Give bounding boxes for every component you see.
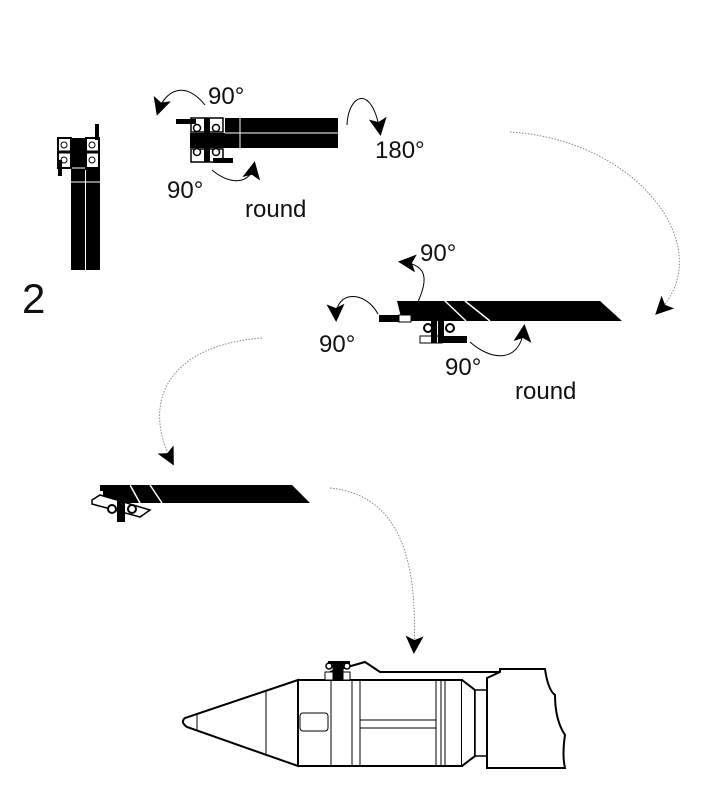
flip-arrow-icon	[346, 98, 387, 136]
bend-arrow-icon	[398, 254, 425, 303]
label-round: round	[515, 378, 576, 405]
access-panel	[299, 712, 329, 732]
part-finished	[91, 484, 310, 522]
part-bent-horizontal	[176, 117, 338, 163]
label-bend-90: 90°	[319, 331, 355, 358]
bend-arrow-icon	[153, 89, 206, 116]
bend-arrow-icon	[326, 296, 379, 322]
guide-arrow-icon	[509, 131, 680, 315]
guide-arrow-icon	[157, 337, 263, 466]
label-bend-90: 90°	[445, 354, 481, 381]
label-flip-180: 180°	[375, 137, 425, 164]
bend-arrow-icon	[211, 161, 261, 182]
label-bend-90: 90°	[167, 177, 203, 204]
bend-arrow-icon	[469, 324, 532, 357]
part-flat-strip	[57, 124, 100, 270]
label-round: round	[245, 196, 306, 223]
label-bend-90: 90°	[420, 240, 456, 267]
step-number: 2	[22, 275, 45, 322]
bomb-body	[181, 660, 567, 769]
guide-arrow-icon	[329, 487, 424, 654]
label-bend-90: 90°	[208, 83, 244, 110]
part-bent-diagonal	[379, 300, 622, 344]
